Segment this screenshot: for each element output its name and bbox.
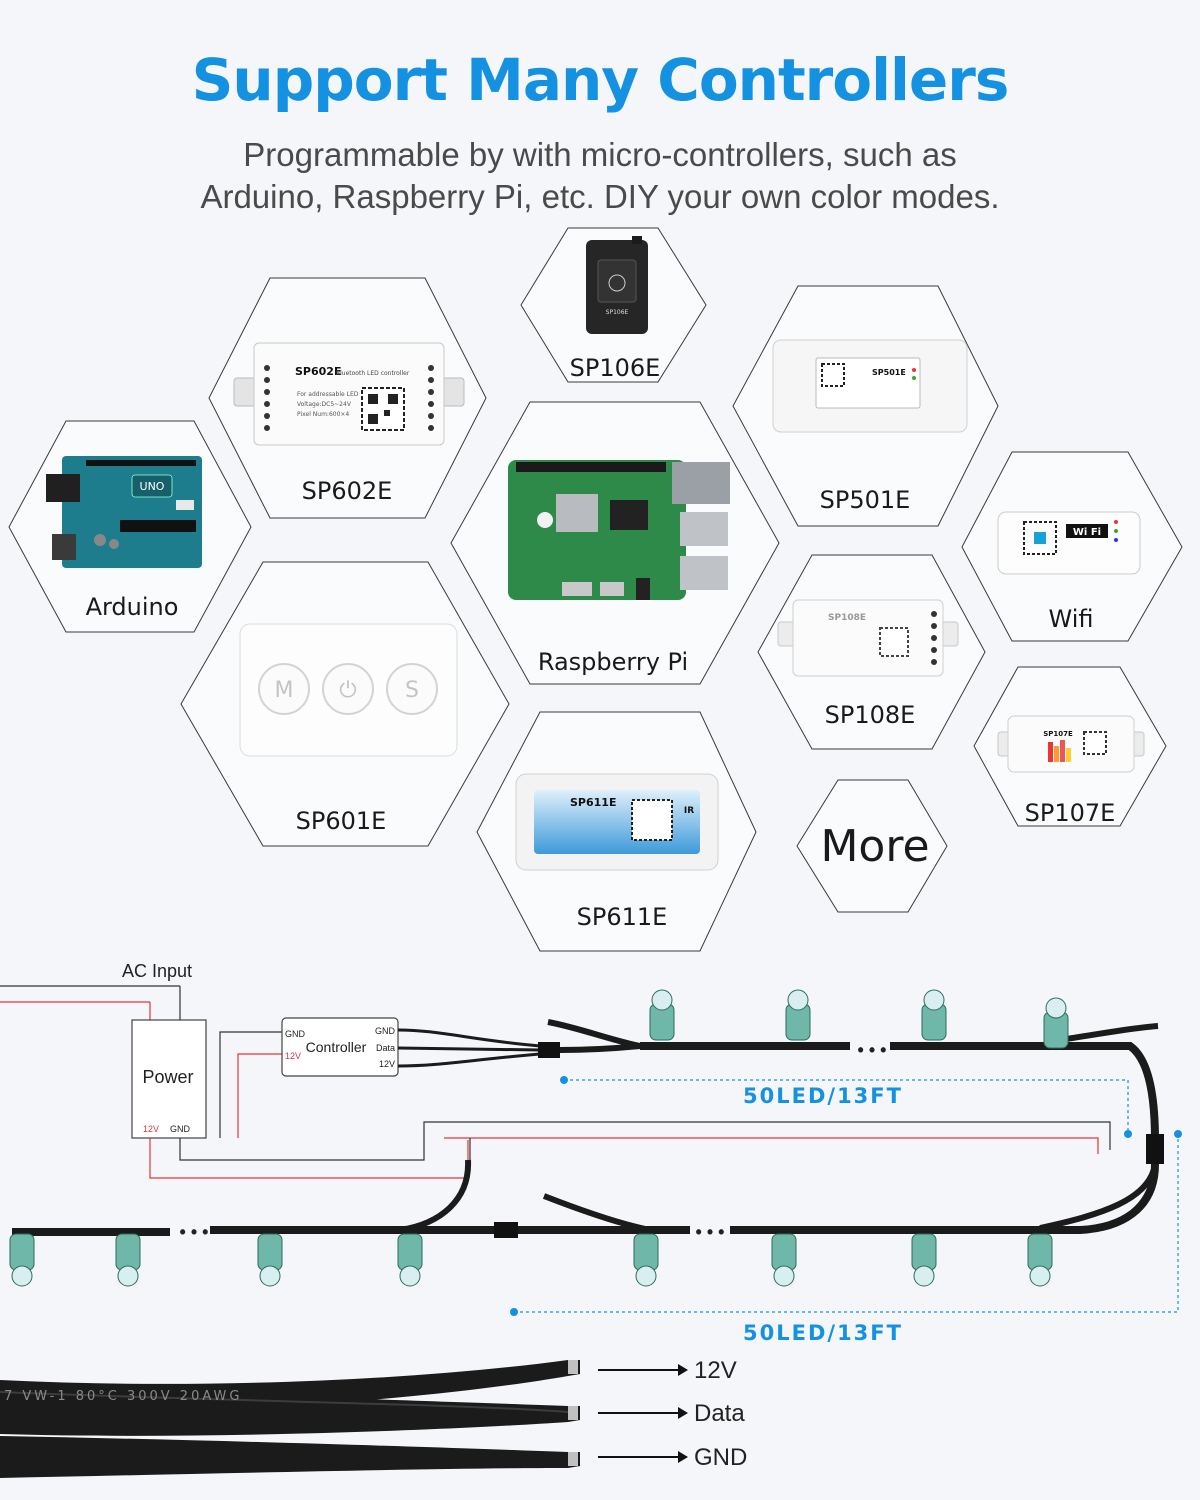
hex-sp611e: SP611E IR SP611E [476,711,757,952]
length-bottom-label: 50LED/13FT [743,1321,903,1345]
sp602e-line3: Pixel Num:600×4 [297,411,349,418]
sp106e-model-text: SP106E [606,309,629,316]
wiring-diagram: AC Input Power 12V GND Controller GND 12… [0,961,1182,1345]
sp106e-device-image: SP106E [586,236,648,334]
page-title: Support Many Controllers [191,46,1010,114]
sp107e-model-text: SP107E [1043,730,1073,738]
power-label: Power [142,1067,193,1087]
hex-sp106e: SP106E SP106E [520,227,707,383]
controller-label: Controller [306,1039,367,1055]
sp602e-line1: For addressable LED [297,391,359,398]
sp602e-device-image: SP602E Bluetooth LED controller For addr… [233,342,465,446]
sp108e-model-text: SP108E [828,613,866,623]
sp501e-model-text: SP501E [872,368,906,377]
bottom-ellipsis-left: • • • [180,1222,209,1242]
sp611e-model-text: SP611E [570,796,616,809]
ctrl-data-out-label: Data [376,1043,395,1053]
hex-more: More [796,779,948,913]
arduino-board-image: UNO [46,456,202,568]
ctrl-12v-in-label: 12V [285,1051,301,1061]
sp601e-button-s: S [405,678,419,703]
power-supply-box [131,1019,207,1139]
hex-sp108e: SP108E SP108E [757,554,986,750]
label-sp106e: SP106E [570,354,661,382]
cable-print-text: 7 VW-1 80°C 300V 20AWG [4,1389,242,1404]
length-top-label: 50LED/13FT [743,1084,903,1108]
cable-closeup: 7 VW-1 80°C 300V 20AWG 12V Data GND [0,1357,747,1478]
wire-12v-label: 12V [694,1357,737,1384]
sp108e-device-image: SP108E [777,599,959,677]
sp601e-device-image: M ⏻ S [239,623,458,757]
hex-sp602e: SP602E Bluetooth LED controller For addr… [208,277,487,519]
sp601e-button-power: ⏻ [339,678,356,703]
label-sp107e: SP107E [1025,799,1116,827]
sp602e-line2: Voltage:DC5~24V [297,401,352,408]
hex-wifi: Wi Fi Wifi [961,451,1183,642]
wire-data-label: Data [694,1400,745,1427]
hex-sp601e: M ⏻ S SP601E [180,561,510,847]
sp107e-device-image: SP107E [997,715,1145,773]
label-sp501e: SP501E [820,486,911,514]
wifi-controller-image: Wi Fi [997,511,1141,575]
power-12v-label: 12V [143,1124,159,1134]
label-sp611e: SP611E [577,903,668,931]
sp601e-button-m: M [275,678,294,703]
ac-input-label: AC Input [122,961,192,981]
sp602e-model-text: SP602E [295,365,341,378]
sp602e-desc-text: Bluetooth LED controller [336,370,410,377]
label-more: More [820,821,929,872]
label-wifi: Wifi [1049,605,1094,633]
subtitle-line-2: Arduino, Raspberry Pi, etc. DIY your own… [200,178,1000,215]
controller-box [281,1017,399,1077]
ctrl-gnd-in-label: GND [285,1029,306,1039]
hex-sp501e: SP501E SP501E [732,285,999,527]
bottom-ellipsis-right: • • • [696,1222,725,1242]
power-gnd-label: GND [170,1124,191,1134]
label-sp602e: SP602E [302,477,393,505]
ctrl-12v-out-label: 12V [379,1059,395,1069]
raspberry-pi-board-image [508,460,730,600]
sp501e-device-image: SP501E [772,339,968,433]
hex-arduino: UNO Arduino [8,420,252,633]
subtitle-line-1: Programmable by with micro-controllers, … [243,136,957,173]
wire-gnd-label: GND [694,1444,747,1471]
label-sp601e: SP601E [296,807,387,835]
hex-raspberry-pi: Raspberry Pi [450,401,780,685]
label-sp108e: SP108E [825,701,916,729]
sp611e-ir-text: IR [684,806,694,816]
sp611e-device-image: SP611E IR [515,773,719,871]
top-ellipsis: • • • [858,1040,887,1060]
label-arduino: Arduino [86,593,179,621]
wifi-badge-text: Wi Fi [1073,527,1101,538]
ctrl-gnd-out-label: GND [375,1026,396,1036]
label-raspberry-pi: Raspberry Pi [538,648,688,676]
hex-sp107e: SP107E SP107E [973,666,1167,827]
arduino-uno-text: UNO [140,480,165,493]
